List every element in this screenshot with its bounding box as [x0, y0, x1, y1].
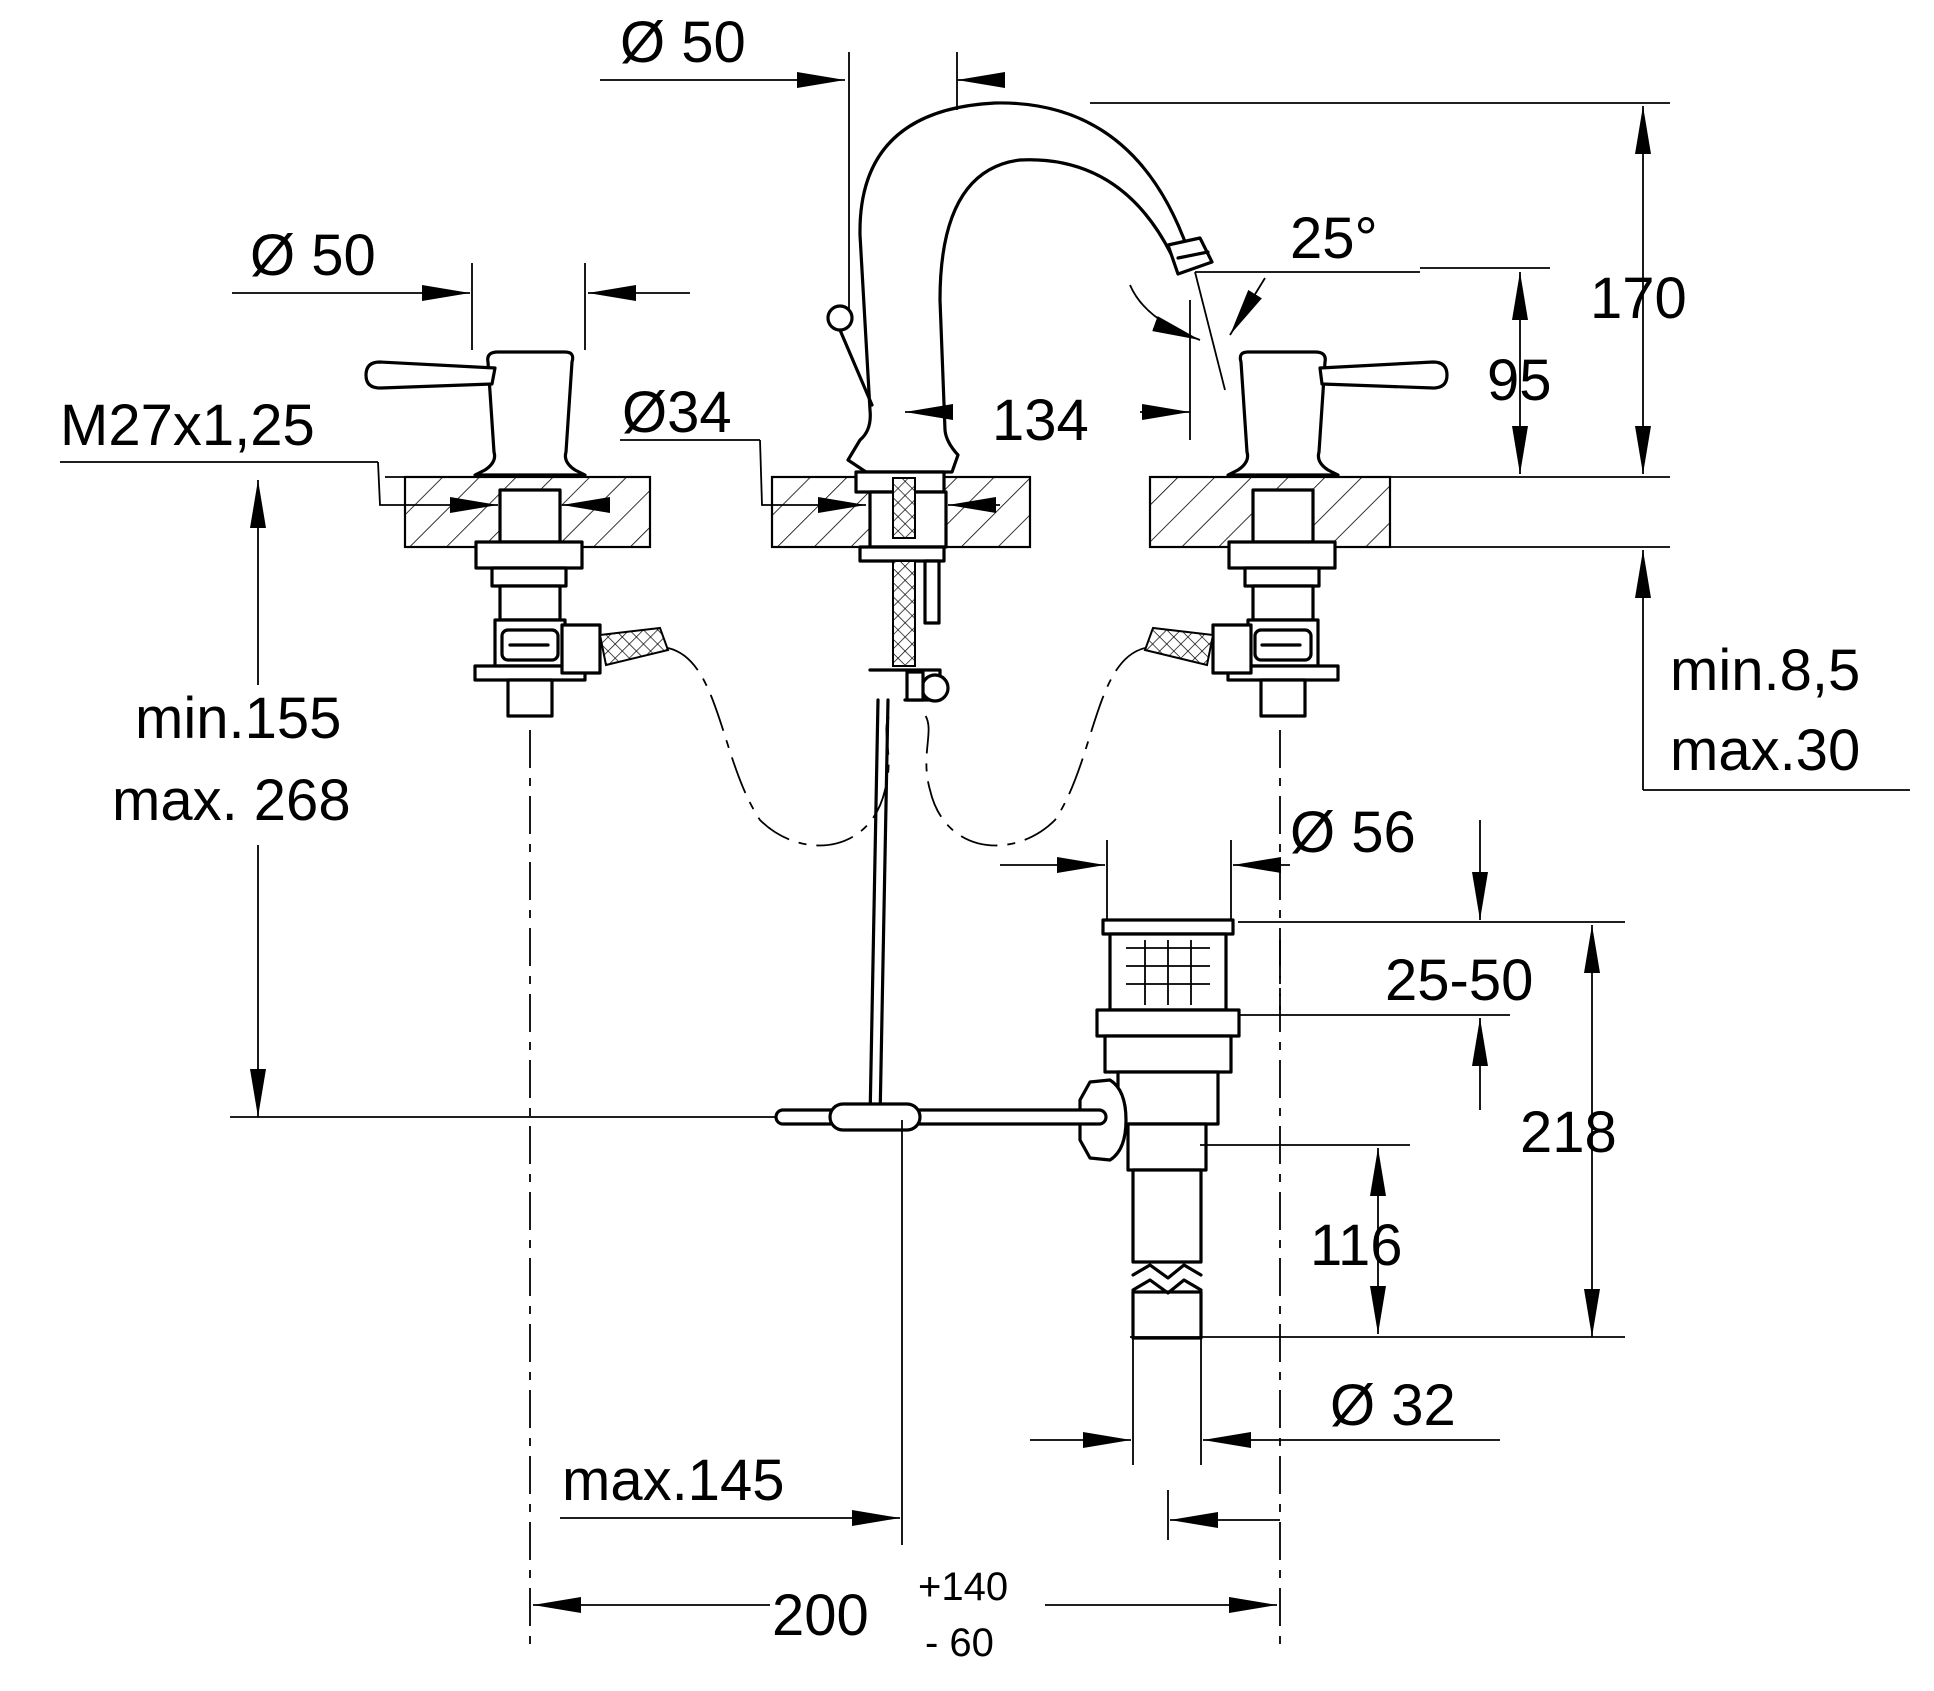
width-minus-tolerance: - 60 [925, 1621, 994, 1665]
right-valve [1143, 350, 1449, 718]
drain-diameter-label: Ø 56 [1290, 800, 1416, 865]
spacing-label: 134 [992, 388, 1089, 453]
spout [826, 101, 1214, 1122]
thread-label: M27x1,25 [60, 393, 315, 458]
total-height-label: 170 [1590, 266, 1687, 331]
hoses [667, 647, 1146, 847]
deck-thickness-max-label: max.30 [1670, 718, 1860, 783]
rod-max-label: max.145 [562, 1448, 784, 1513]
angle-label: 25° [1290, 206, 1378, 271]
hole-diameter-label: Ø34 [622, 380, 732, 445]
handle-diameter-label: Ø 50 [250, 223, 376, 288]
dimension-lines [60, 52, 1910, 1613]
outlet-height-label: 95 [1487, 348, 1552, 413]
deck-thickness-min-label: min.8,5 [1670, 638, 1860, 703]
drain-height-label: 218 [1520, 1100, 1617, 1165]
spout-diameter-label: Ø 50 [620, 10, 746, 75]
pop-up-drain [1078, 918, 1241, 1340]
center-lines [529, 730, 1281, 1650]
drain-linkage [774, 1102, 1108, 1132]
width-plus-tolerance: +140 [918, 1565, 1008, 1609]
tail-diameter-label: Ø 32 [1330, 1373, 1456, 1438]
tail-length-label: 116 [1310, 1213, 1402, 1278]
below-deck-max-label: max. 268 [112, 768, 351, 833]
width-base-label: 200 [772, 1583, 869, 1648]
drain-range-label: 25-50 [1385, 948, 1533, 1013]
below-deck-min-label: min.155 [135, 686, 341, 751]
left-valve [364, 350, 670, 718]
